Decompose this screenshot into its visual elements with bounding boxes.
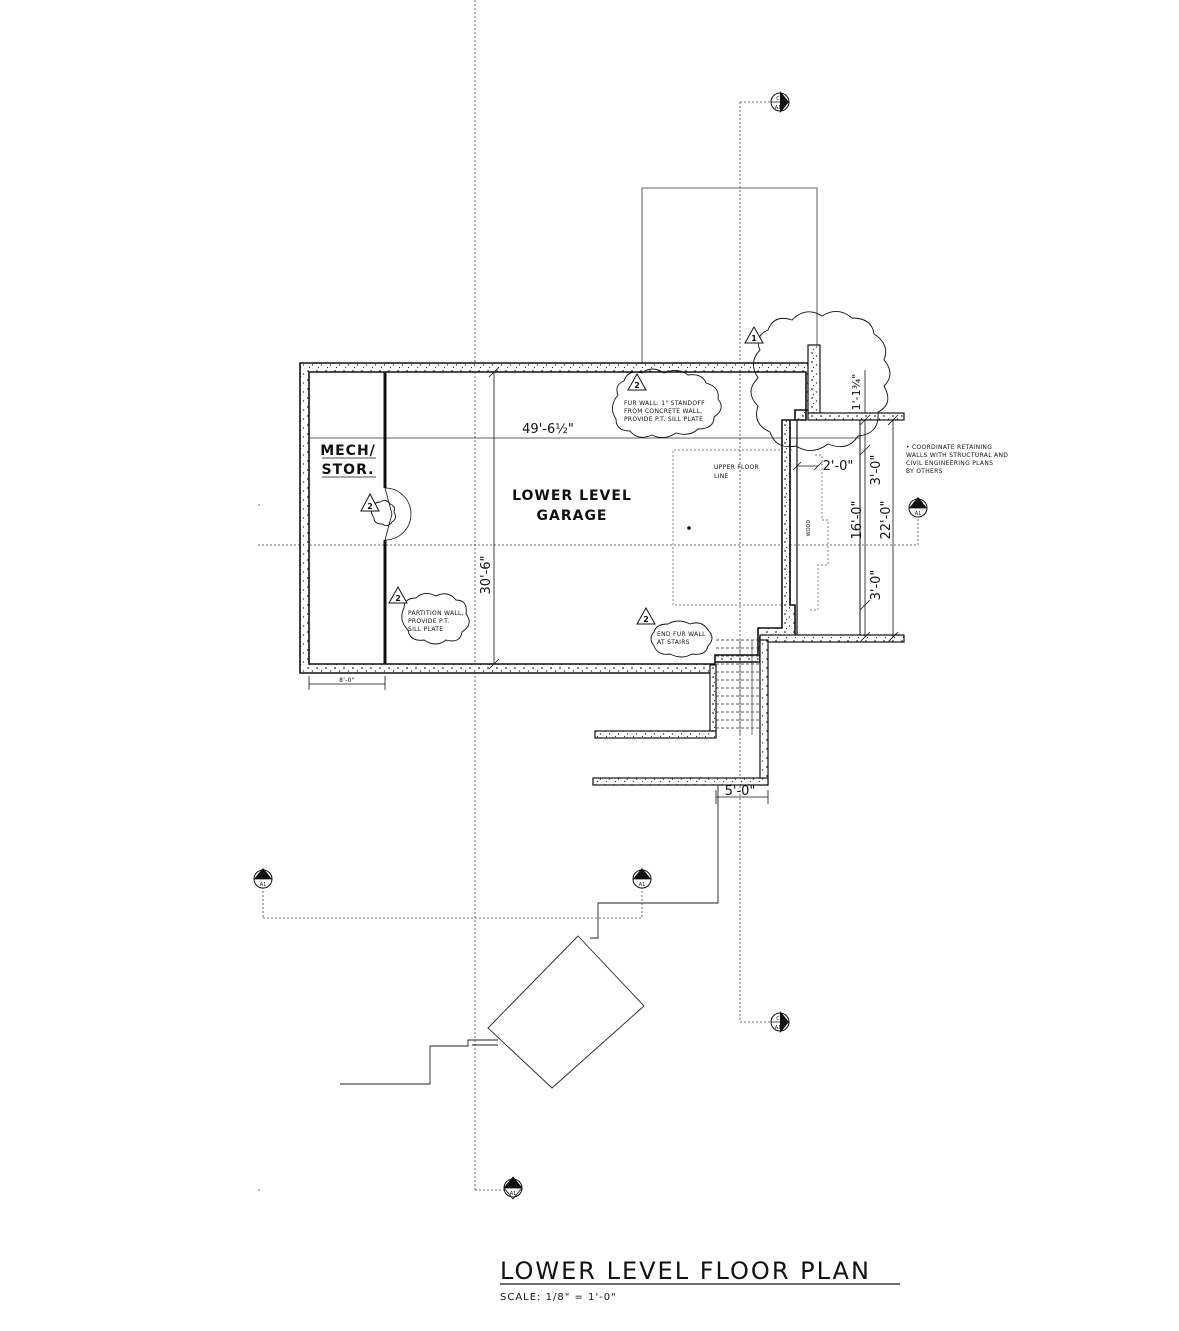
note-partition-3: SILL PLATE: [408, 626, 443, 633]
section-a-mid-sheet: A1: [639, 882, 646, 888]
section-e-right-sheet: A1: [915, 511, 922, 517]
dim-overall-width: 49'-6½": [522, 422, 574, 437]
note-retaining-4: BY OTHERS: [906, 468, 943, 475]
section-e-right-letter: E: [916, 502, 919, 508]
section-marker-e-right: E A1: [908, 497, 928, 518]
drawing-scale: SCALE: 1/8" = 1'-0": [500, 1292, 617, 1303]
section-d-left-sheet: A1: [260, 882, 267, 888]
dim-stair-width: 5'-0": [725, 784, 756, 799]
rev-tag-2d: 2: [643, 615, 649, 624]
section-b-bottom-sheet: A1: [510, 1191, 517, 1197]
retaining-walls: [759, 344, 905, 643]
landing-walls: [592, 730, 769, 786]
section-marker-c-bottom: C A1: [770, 1011, 790, 1033]
dim-offset-2ft: 2'-0": [823, 459, 854, 474]
upper-outline: [300, 187, 860, 439]
note-retaining-3: CIVIL ENGINEERING PLANS: [906, 460, 993, 467]
dim-mech-width: 8'-0": [339, 677, 355, 684]
note-wood: WOOD: [806, 520, 812, 537]
section-c-top-sheet: A1: [775, 105, 782, 111]
section-c-top-letter: C: [776, 96, 780, 102]
revision-triangles: [360, 325, 764, 625]
note-fur-wall-1: FUR WALL: 1" STANDOFF: [624, 400, 705, 407]
rev-tag-2b: 2: [367, 502, 373, 511]
mech-room-label-2: STOR.: [322, 462, 375, 478]
note-end-fur-1: END FUR WALL: [657, 631, 706, 638]
revision-clouds: [370, 311, 891, 658]
center-point: [687, 526, 691, 530]
note-partition-2: PROVIDE P.T.: [408, 618, 450, 625]
drawing-title: LOWER LEVEL FLOOR PLAN: [500, 1257, 871, 1285]
dim-overall-depth: 30'-6": [479, 555, 494, 594]
section-marker-a-mid: A A1: [632, 868, 652, 889]
note-end-fur-2: AT STAIRS: [657, 639, 690, 646]
note-partition-1: PARTITION WALL,: [408, 610, 464, 617]
rev-tag-1: 1: [751, 334, 757, 343]
stairs: [709, 639, 769, 786]
dim-3ft-bottom: 3'-0": [869, 570, 884, 601]
dim-22ft: 22'-0": [879, 500, 894, 539]
mech-room-label-1: MECH/: [320, 443, 376, 459]
section-lines: [258, 0, 919, 1191]
upper-floor-line: [672, 449, 829, 611]
site-outline: [340, 785, 719, 1089]
section-marker-c-top: C A1: [770, 91, 790, 113]
note-retaining-1: • COORDINATE RETAINING: [906, 444, 992, 451]
section-c-bottom-sheet: A1: [775, 1025, 782, 1031]
garage-label-2: GARAGE: [537, 508, 608, 524]
garage-label-1: LOWER LEVEL: [512, 488, 632, 504]
rev-tag-2c: 2: [395, 594, 401, 603]
wood-wall: [789, 420, 798, 637]
rev-tag-2a: 2: [634, 381, 640, 390]
dim-3ft-top: 3'-0": [869, 455, 884, 486]
note-retaining-2: WALLS WITH STRUCTURAL AND: [906, 452, 1008, 459]
note-upper-floor-2: LINE: [714, 473, 729, 480]
section-d-left-letter: D: [261, 873, 265, 879]
note-fur-wall-2: FROM CONCRETE WALL,: [624, 408, 702, 415]
dimension-lines: [308, 366, 899, 804]
section-c-bottom-letter: C: [776, 1016, 780, 1022]
section-a-mid-letter: A: [640, 873, 644, 879]
section-marker-b-bottom: B A1: [475, 1176, 523, 1200]
note-upper-floor-1: UPPER FLOOR: [714, 464, 759, 471]
dim-1ft-offset: 1'-1¾": [850, 374, 863, 411]
mech-partition: [383, 372, 412, 664]
note-fur-wall-3: PROVIDE P.T. SILL PLATE: [624, 416, 703, 423]
section-marker-d-left: D A1: [253, 868, 273, 889]
dim-16ft: 16'-0": [850, 500, 865, 539]
section-b-bottom-letter: B: [511, 1182, 515, 1188]
